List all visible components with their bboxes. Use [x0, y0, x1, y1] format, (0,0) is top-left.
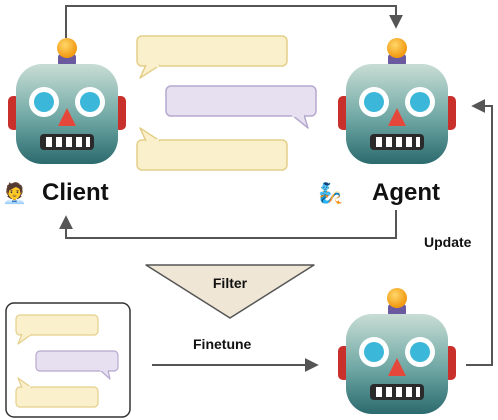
bubble-agent-1	[165, 85, 317, 129]
finetune-label: Finetune	[193, 336, 252, 352]
agent-emoji-icon: 🧞	[318, 181, 343, 205]
filter-funnel: Filter	[145, 264, 315, 319]
dataset-bubble-client-1	[15, 314, 99, 345]
filtered-dataset-box	[5, 302, 131, 418]
arrow-client-to-agent	[65, 5, 403, 38]
update-label: Update	[424, 234, 472, 250]
client-emoji-icon: 🧑‍💼	[2, 181, 27, 205]
arrow-agent-to-client	[59, 210, 397, 239]
dataset-bubble-agent-1	[35, 350, 119, 380]
bubble-client-1	[136, 35, 288, 79]
finetuned-robot-icon	[338, 288, 456, 414]
conversation-bubbles	[136, 35, 317, 171]
bubble-client-2	[136, 127, 288, 171]
filter-label: Filter	[213, 275, 248, 291]
client-label: Client	[42, 179, 109, 206]
dataset-bubble-client-2	[15, 377, 99, 408]
agent-label: Agent	[372, 179, 440, 206]
agent-robot-icon	[338, 38, 456, 164]
client-robot-icon	[8, 38, 126, 164]
arrow-update	[466, 99, 493, 366]
